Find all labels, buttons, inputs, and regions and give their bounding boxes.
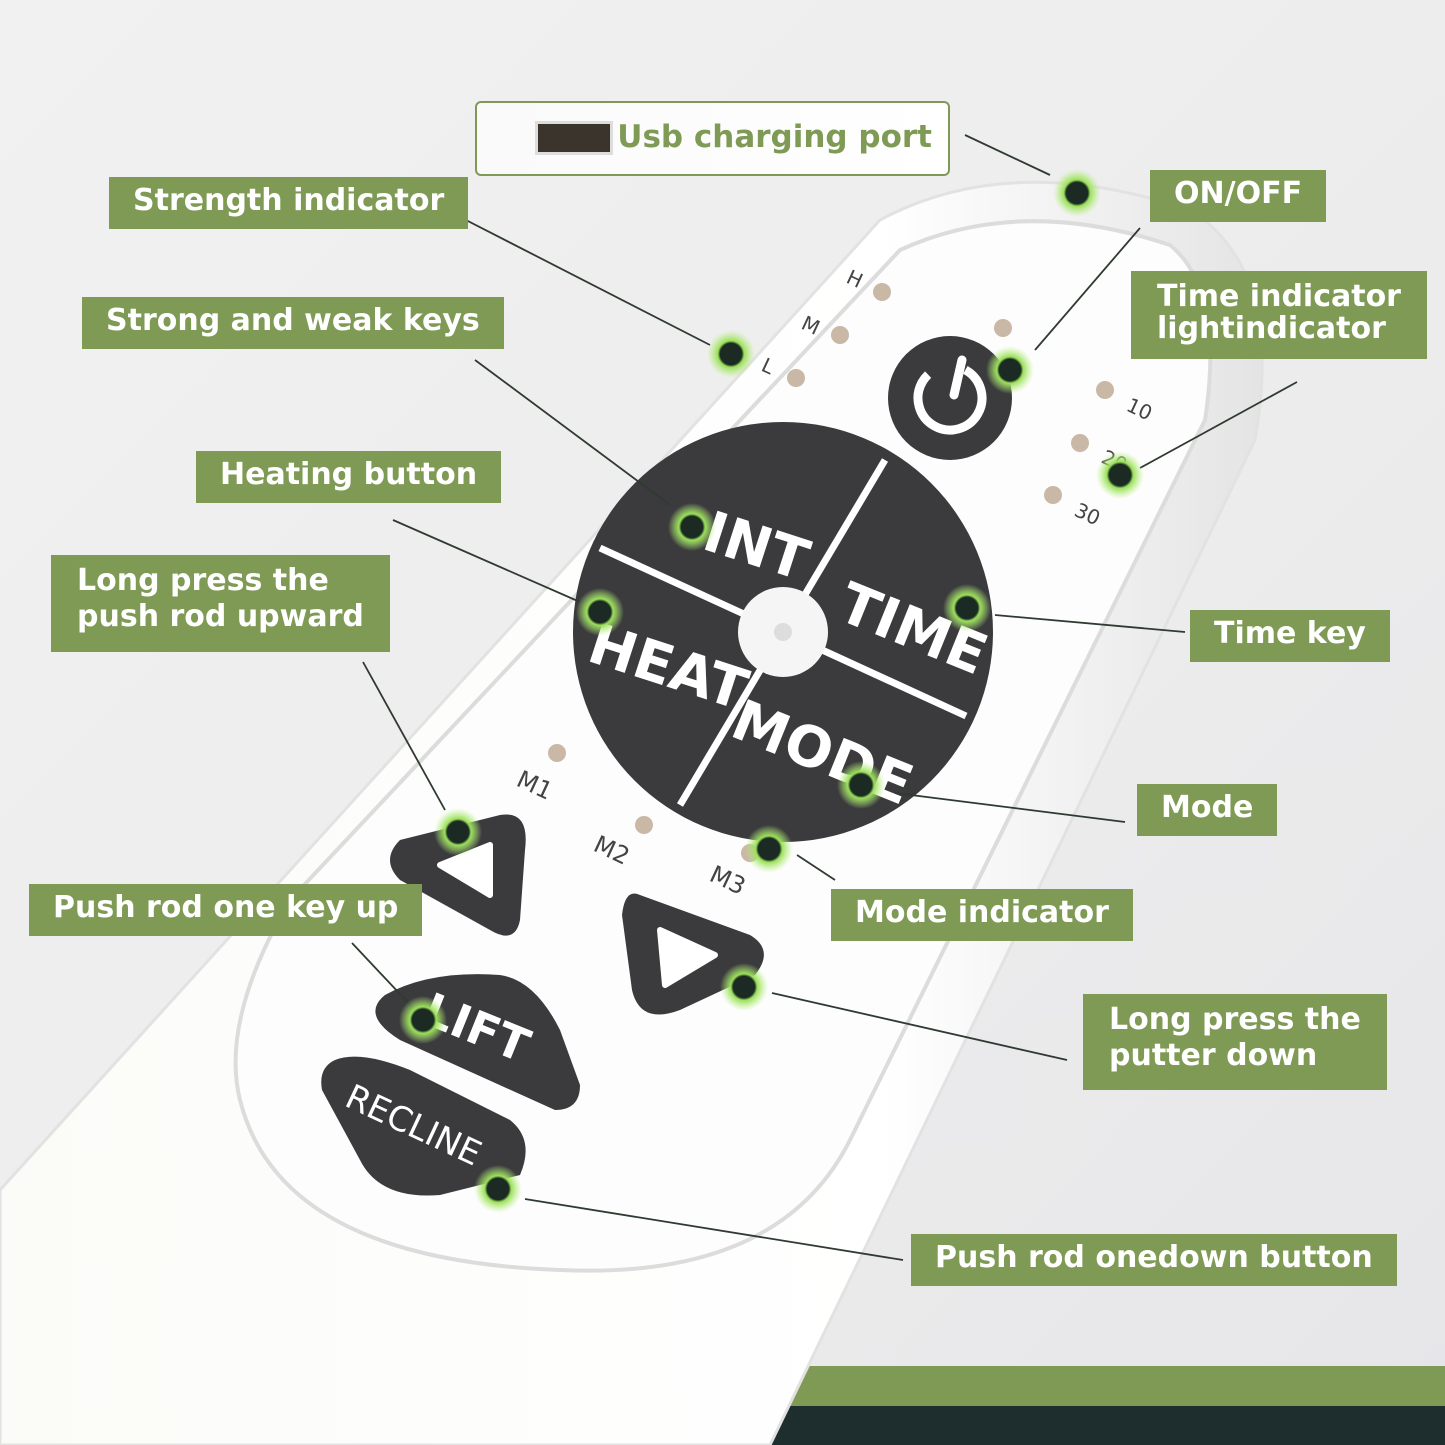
callout-dots [399,169,1144,1213]
usb-port-icon [535,121,613,155]
label-strong-weak-keys: Strong and weak keys [82,297,504,349]
label-strength-indicator: Strength indicator [109,177,469,229]
main-pad: INT TIME HEAT MODE [573,422,996,842]
label-line: push rod upward [77,599,364,634]
leader-lines [351,134,1298,1261]
label-line: Long press the [77,563,329,598]
label-line: Time indicator [1157,279,1401,314]
label-time-key: Time key [1190,610,1390,662]
label-time-indicator: Time indicator lightindicator [1131,271,1427,359]
label-mode: Mode [1137,784,1278,836]
usb-label: Usb charging port [617,119,932,155]
usb-callout: Usb charging port [475,101,950,176]
label-on-off: ON/OFF [1150,170,1327,222]
label-push-rod-down: Push rod onedown button [911,1234,1397,1286]
up-long-button[interactable] [390,814,526,936]
label-push-rod-up: Push rod one key up [29,884,423,936]
recline-button[interactable]: RECLINE [321,1056,526,1196]
label-long-press-up: Long press the push rod upward [51,555,390,652]
power-button[interactable] [888,336,1012,460]
label-heating-button: Heating button [196,451,502,503]
label-putter-down: Long press the putter down [1083,994,1387,1090]
label-mode-indicator: Mode indicator [831,889,1133,941]
label-line: lightindicator [1157,311,1386,346]
label-line: putter down [1109,1038,1318,1073]
label-line: Long press the [1109,1002,1361,1037]
